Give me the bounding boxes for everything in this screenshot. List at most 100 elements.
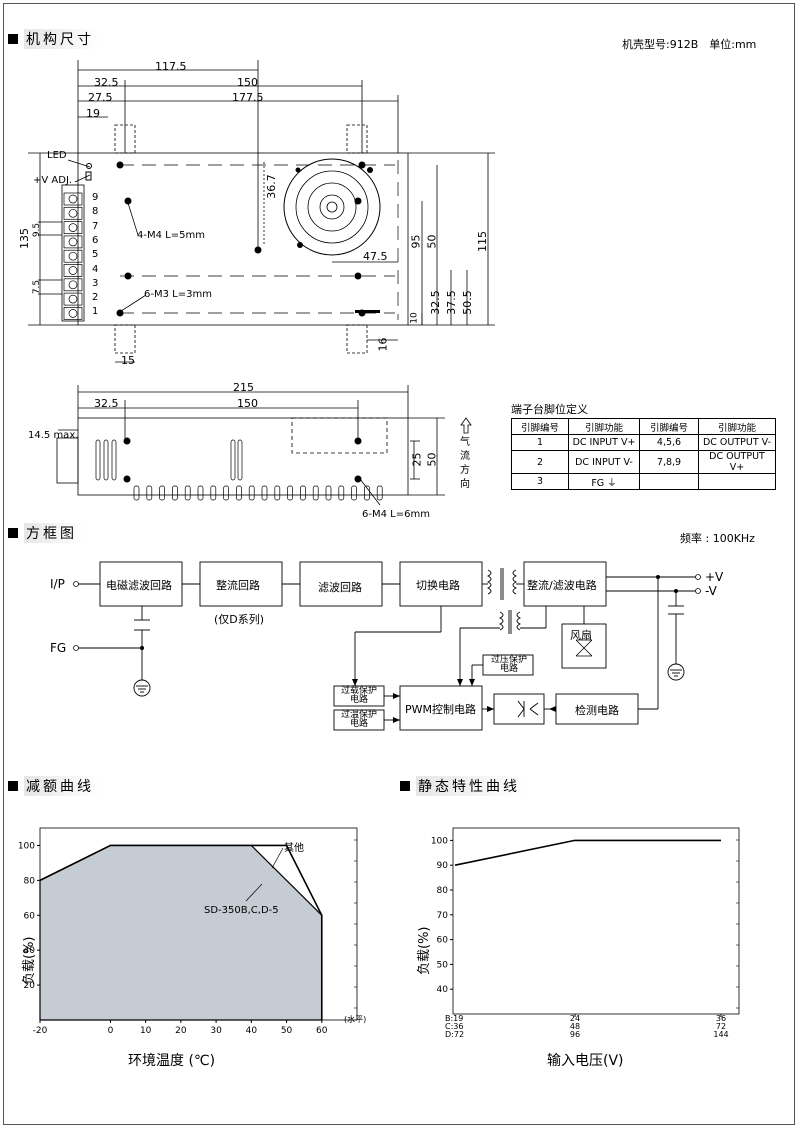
series-label-others: 其他 [284,843,304,854]
ovp-line: 过压保护 [490,655,527,665]
dim-text: 15 [121,354,135,367]
rect-block: 整流回路 [216,579,260,592]
rect-note: (仅D系列) [214,613,265,626]
ovp-block: 过压保护电路 [486,656,532,674]
dim-text: 14.5 max. [28,430,79,441]
pin-cell: 2 [511,450,569,474]
x-unit: (水平) [344,1015,367,1024]
terminal-number: 7 [92,220,99,232]
pin-header: 引脚编号 [639,418,699,435]
dim-text: 117.5 [155,60,187,73]
section-title: 机构尺寸 [24,29,100,49]
rect-filter-block: 整流/滤波电路 [527,579,597,592]
square-bullet-icon [400,781,410,791]
square-bullet-icon [8,34,18,44]
vminus-label: -V [705,584,717,598]
dim-text: 95 [409,234,423,249]
terminal-number: 4 [92,263,99,275]
dim-text: 50.5 [460,290,474,315]
olp-line: 过载保护 [340,686,377,696]
ip-label: I/P [50,577,65,591]
dim-text: 9.5 [32,222,43,238]
section-header-derating: 减额曲线 [8,775,100,797]
dim-text: 36.7 [264,174,278,199]
olp-block: 过载保护电路 [336,687,382,705]
dim-text: 16 [376,337,390,352]
dim-text: 115 [476,231,489,252]
dim-text: 177.5 [232,91,264,104]
side-m4-label: 6-M4 L=6mm [362,509,430,520]
section-header-static: 静态特性曲线 [400,775,526,797]
pin-cell: DC INPUT V+ [568,434,640,451]
vplus-label: +V [705,570,724,584]
dim-text: 27.5 [88,91,113,104]
emi-block: 电磁滤波回路 [106,579,172,592]
fg-label: FG [50,641,67,655]
m3-label: 6-M3 L=3mm [144,289,212,300]
static-y-label: 负载(%) [417,926,432,976]
pin-cell [639,473,699,490]
vadj-label: +V ADJ. [33,175,73,186]
pin-cell [698,473,776,490]
dim-text: 32.5 [94,397,119,410]
frequency-label: 频率 : 100KHz [680,532,755,545]
dim-text: 7.5 [32,279,43,295]
square-bullet-icon [8,781,18,791]
dim-text: 150 [237,397,258,410]
pin-cell: 7,8,9 [639,450,699,474]
terminal-number: 3 [92,277,99,289]
dim-text: 47.5 [363,250,388,263]
pwm-block: PWM控制电路 [405,703,477,716]
dim-text: 10 [409,312,420,324]
section-title: 静态特性曲线 [416,776,526,796]
pin-cell: DC OUTPUT V- [698,434,776,451]
otp-line: 电路 [349,719,368,729]
pin-cell: FG ⏚ [568,473,640,490]
terminal-number: 2 [92,292,99,304]
pin-header: 引脚功能 [698,418,776,435]
pin-cell: 3 [511,473,569,490]
fan-block: 风扇 [570,629,592,642]
terminal-number: 6 [92,234,99,246]
otp-line: 过温保护 [340,710,377,720]
pin-cell: DC INPUT V- [568,450,640,474]
series-label-sd: SD-350B,C,D-5 [204,905,279,916]
detect-block: 检测电路 [575,704,619,717]
pin-header: 引脚功能 [568,418,640,435]
pin-cell: 1 [511,434,569,451]
terminal-number: 8 [92,206,99,218]
pin-table-title: 端子台脚位定义 [511,403,588,416]
airflow-label: 气流方向 [460,437,470,490]
dim-text: 32.5 [94,76,119,89]
switch-block: 切换电路 [416,579,460,592]
dim-text: 215 [233,381,254,394]
section-title: 方框图 [24,523,83,543]
y-axis-label: 负载(%) [22,936,37,986]
square-bullet-icon [8,528,18,538]
x-axis-label: 环境温度 (℃) [128,1053,216,1069]
pin-cell: 4,5,6 [639,434,699,451]
dim-text: 32.5 [428,290,442,315]
terminal-number: 5 [92,249,99,261]
olp-line: 电路 [349,695,368,705]
filter-block: 滤波回路 [318,581,362,594]
section-title: 减额曲线 [24,776,100,796]
otp-block: 过温保护电路 [336,711,382,729]
section-header-dimensions: 机构尺寸 [8,28,100,50]
static-x-label: 输入电压(V) [547,1053,624,1069]
dim-text: 19 [86,107,100,120]
dim-text: 25 [410,452,424,467]
pin-cell: DC OUTPUT V+ [698,450,776,474]
page-frame [3,3,795,1125]
m4-label: 4-M4 L=5mm [137,230,205,241]
section-header-block: 方框图 [8,522,83,544]
pin-header: 引脚编号 [511,418,569,435]
dim-text: 50 [425,452,439,467]
led-label: LED [47,150,67,161]
ovp-line: 电路 [499,664,518,674]
terminal-number: 1 [92,306,99,318]
terminal-number: 9 [92,192,99,203]
case-info: 机壳型号:912B 单位:mm [622,38,757,51]
dim-text: 50 [425,234,439,249]
dim-text: 37.5 [444,290,458,315]
